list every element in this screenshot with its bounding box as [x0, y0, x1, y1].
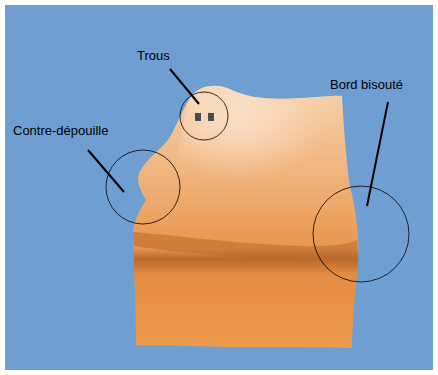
highlight-circle [313, 186, 409, 282]
dark-band [133, 232, 358, 261]
leader-line [170, 69, 199, 104]
callout-label: Contre-dépouille [13, 123, 108, 138]
hole [195, 113, 201, 121]
callout-label: Trous [137, 48, 170, 63]
leader-line [367, 102, 388, 206]
highlight [170, 86, 350, 220]
hole [201, 113, 203, 121]
hole [208, 113, 214, 121]
hole [214, 113, 216, 121]
highlight-circle [106, 150, 180, 224]
callout-label: Bord bisouté [330, 77, 403, 92]
background [5, 5, 433, 370]
molded-surface [133, 86, 359, 348]
leader-line [88, 150, 124, 192]
highlight-circle [180, 92, 228, 140]
